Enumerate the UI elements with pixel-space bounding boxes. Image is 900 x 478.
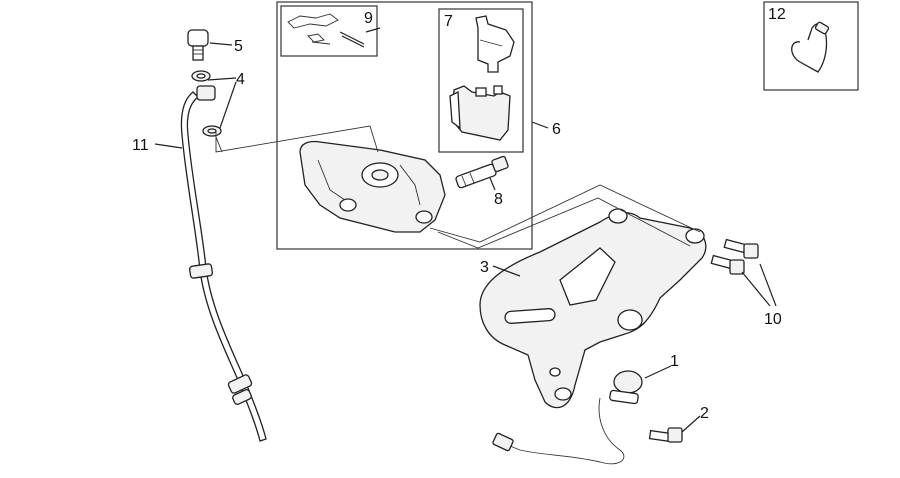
sealing-washers: [191, 70, 222, 137]
bleeder-valve: [455, 155, 509, 189]
callout-4: 4: [236, 71, 245, 88]
pad-kit-box: [438, 8, 524, 153]
brake-pads: [449, 15, 515, 141]
callout-7: 7: [444, 13, 453, 30]
bracket-bolts: [710, 238, 759, 275]
caliper-kit-box: [276, 1, 533, 250]
callout-10: 10: [764, 311, 782, 328]
banjo-bolt: [187, 29, 209, 61]
callout-3: 3: [480, 259, 489, 276]
callout-2: 2: [700, 405, 709, 422]
brake-caliper: [299, 140, 446, 233]
wheel-speed-sensor: [492, 370, 643, 465]
callout-1: 1: [670, 353, 679, 370]
callout-11: 11: [132, 137, 149, 154]
callout-12: 12: [768, 6, 786, 23]
callout-5: 5: [234, 38, 243, 55]
callout-9: 9: [364, 10, 373, 27]
callout-6: 6: [552, 121, 561, 138]
clip-box: [763, 1, 859, 91]
pin-kit-box: [280, 5, 378, 57]
caliper-bracket: [479, 208, 707, 409]
brake-hose: [180, 85, 267, 442]
leader-lines: [154, 27, 777, 433]
callout-8: 8: [494, 191, 503, 208]
cable-clip: [791, 21, 830, 73]
sensor-bolt: [648, 427, 683, 443]
assembly-guide-lines: [215, 125, 701, 249]
pin-kit: [287, 13, 365, 48]
